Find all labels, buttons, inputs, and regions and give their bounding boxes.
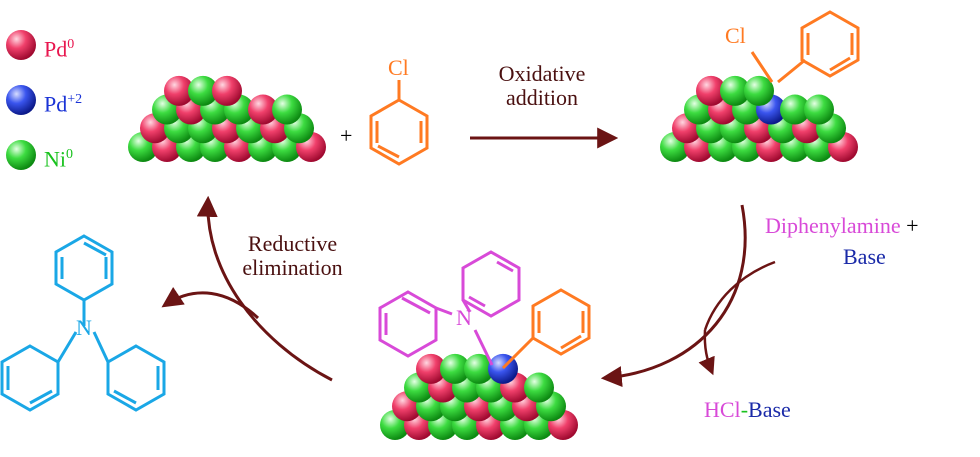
catalyst-cluster-oxidative-adduct [660,75,858,162]
adduct-phenyl-chloro-structure [750,10,860,84]
legend-ni0-sphere [6,140,36,170]
ni0-sphere [780,94,810,125]
byproduct-out-arrow [698,329,715,376]
legend-pd0-label: Pd0 [44,36,75,62]
ni0-sphere [524,372,554,403]
ni0-sphere [804,94,834,125]
legend-ni0-label: Ni0 [44,146,73,172]
legend-pd2-label: Pd+2 [44,91,83,117]
legend-pd0-sphere [6,30,36,60]
product-release-arrow [161,286,260,320]
pd0-sphere [416,353,446,384]
chlorobenzene-cl-label: Cl [388,55,409,80]
reagent-in-arrow [703,260,776,331]
ni0-sphere [464,353,494,384]
amido-phenyl-structure [501,288,591,370]
ni0-sphere [440,353,470,384]
base-label: Base [843,244,886,269]
adduct-cl-label: Cl [725,23,746,48]
oxidative-addition-label: Oxidative addition [498,61,586,110]
pd0-sphere [164,75,194,106]
diphenylamine-base-label: Diphenylamine + [765,213,919,238]
pd0-sphere [696,75,726,106]
ni0-sphere [188,75,218,106]
pd0-sphere [248,94,278,125]
ni0-sphere [720,75,750,106]
plus-sign: + [340,123,353,148]
amido-n-label: N [456,305,472,330]
pd0-sphere [212,75,242,106]
product-n-label: N [76,315,92,340]
catalyst-cluster-initial [128,75,326,162]
amination-curved-arrow [600,204,747,388]
catalyst-cluster-amido-complex [380,353,578,440]
reductive-elimination-arrow [196,195,333,382]
ni0-sphere [272,94,302,125]
reductive-elimination-label: Reductive elimination [242,231,343,280]
amido-diphenylamine-structure [378,250,521,366]
ni0-sphere [744,75,774,106]
chlorobenzene-structure [369,80,429,166]
legend-pd2-sphere [6,85,36,115]
hcl-base-label: HCl-Base [704,397,791,422]
triphenylamine-product-structure [0,234,166,412]
